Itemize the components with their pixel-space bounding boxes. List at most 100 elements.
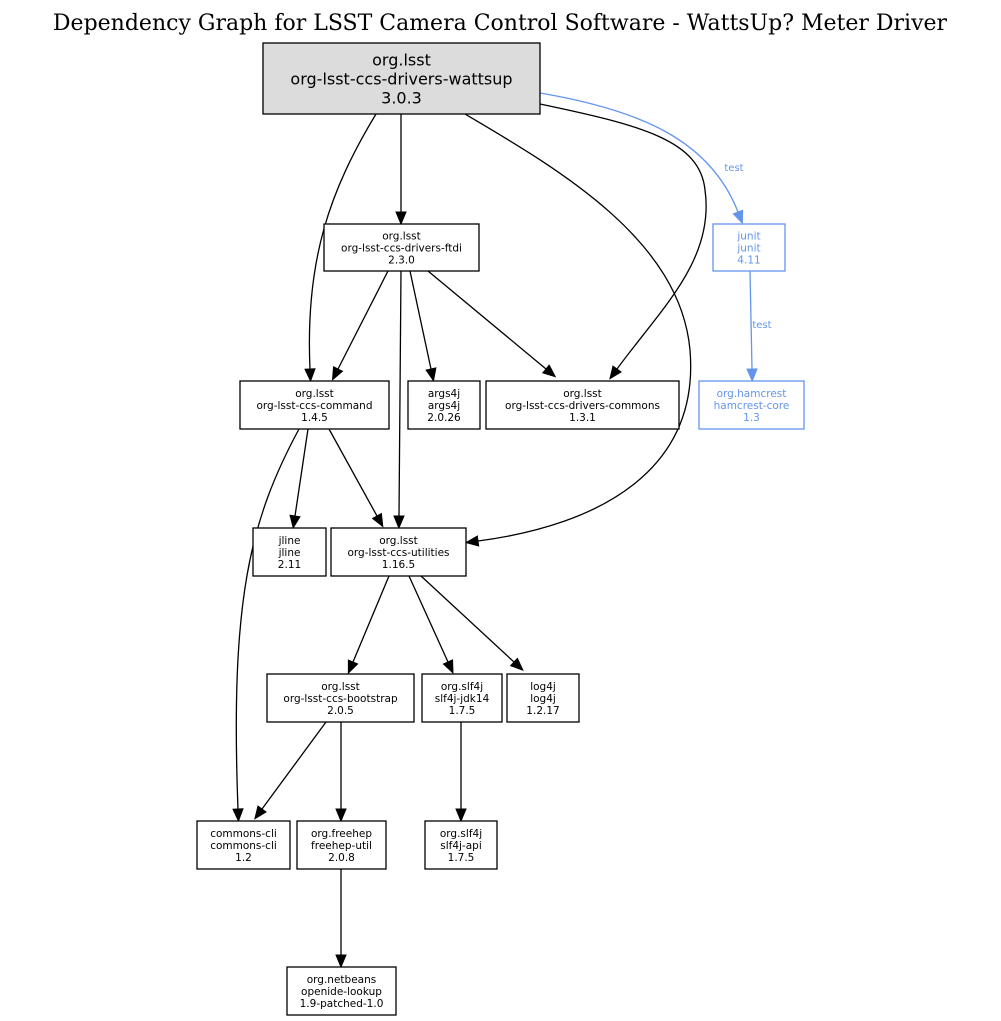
node-group: commons-cli [210, 828, 277, 840]
arrowhead-icon [232, 808, 244, 823]
edge-label: test [752, 320, 771, 331]
node-box [266, 673, 415, 723]
node-box [330, 527, 467, 577]
edge-slf4jjdk-slf4japi [455, 722, 467, 823]
edge-wattsup-junit: test [539, 92, 744, 225]
arrowhead-icon [395, 211, 407, 226]
edge-line [464, 113, 692, 542]
edges-layer: test test [232, 92, 772, 969]
node-artifact: org-lsst-ccs-utilities [347, 547, 449, 559]
node-version: 1.16.5 [382, 559, 415, 571]
node-artifact: commons-cli [210, 840, 277, 852]
node-artifact: org-lsst-ccs-command [257, 400, 373, 412]
node-group: org.slf4j [440, 828, 482, 840]
edge-bootstrap-commonscli [254, 721, 327, 820]
node-box [323, 223, 480, 272]
arrowhead-icon [335, 954, 347, 969]
node-commons[interactable]: org.lsstorg-lsst-ccs-drivers-commons1.3.… [485, 380, 680, 430]
node-group: args4j [428, 388, 460, 400]
arrowhead-icon [455, 808, 467, 823]
node-version: 1.9-patched-1.0 [300, 998, 384, 1010]
node-openide[interactable]: org.netbeansopenide-lookup1.9-patched-1.… [286, 966, 397, 1016]
node-version: 2.3.0 [388, 255, 415, 267]
node-box [407, 380, 481, 430]
node-version: 1.3 [743, 412, 760, 424]
node-artifact: org-lsst-ccs-drivers-commons [505, 400, 660, 412]
arrowhead-icon [541, 364, 557, 378]
nodes-layer: org.lsst org-lsst-ccs-drivers-wattsup3.0.… [196, 42, 805, 1016]
node-group: org.hamcrest [717, 388, 787, 400]
node-group: org.lsst [382, 231, 421, 243]
node-version: 1.3.1 [569, 412, 596, 424]
node-group: org.slf4j [441, 681, 483, 693]
node-artifact: org-lsst-ccs-drivers-ftdi [341, 243, 462, 255]
edge-label: test [724, 163, 743, 174]
node-artifact: org-lsst-ccs-bootstrap [283, 693, 398, 705]
node-group: org.freehep [311, 828, 372, 840]
node-group: org.netbeans [307, 974, 376, 986]
node-wattsup[interactable]: org.lsstorg-lsst-ccs-drivers-wattsup3.0.… [262, 42, 541, 115]
node-group: org.lsst [563, 388, 602, 400]
arrowhead-icon [304, 368, 316, 383]
node-artifact: hamcrest-core [714, 400, 790, 412]
node-group: org.lsst [321, 681, 360, 693]
node-group: log4j [530, 681, 556, 693]
graph-title: Dependency Graph for LSST Camera Control… [53, 11, 948, 36]
node-artifact: jline [278, 547, 301, 559]
edge-command-jline [289, 428, 309, 530]
edge-wattsup-ftdi [395, 114, 407, 226]
edge-utilities-bootstrap [347, 575, 390, 675]
edge-line [328, 428, 378, 517]
node-version: 3.0.3 [381, 89, 422, 108]
edge-line [420, 575, 515, 663]
node-artifact: freehep-util [311, 840, 372, 852]
edge-utilities-log4j [420, 575, 524, 672]
node-box [698, 380, 805, 430]
node-version: 1.2.17 [526, 705, 559, 717]
edge-junit-hamcrest: test [746, 270, 772, 383]
edge-bootstrap-freehep [335, 722, 347, 823]
edge-utilities-slf4jjdk [408, 575, 454, 675]
node-version: 1.7.5 [448, 852, 475, 864]
edge-line [539, 103, 707, 370]
node-artifact: org-lsst-ccs-drivers-wattsup [290, 70, 512, 89]
edge-freehep-openide [335, 869, 347, 969]
node-artifact: slf4j-jdk14 [435, 693, 490, 705]
edge-line [408, 575, 449, 663]
edge-ftdi-args4j [409, 270, 437, 383]
arrowhead-icon [509, 657, 524, 672]
edge-line [337, 270, 389, 370]
arrowhead-icon [331, 365, 344, 381]
node-version: 1.4.5 [301, 412, 328, 424]
edge-line [539, 92, 739, 213]
arrowhead-icon [347, 659, 359, 675]
node-version: 1.2 [235, 852, 252, 864]
node-box [286, 966, 397, 1016]
node-box [296, 820, 387, 870]
arrowhead-icon [609, 365, 622, 380]
edge-wattsup-commons [539, 103, 707, 380]
node-artifact: args4j [428, 400, 460, 412]
arrowhead-icon [464, 535, 480, 547]
edge-ftdi-command [331, 270, 389, 381]
edge-line [261, 721, 327, 810]
node-box [196, 820, 291, 870]
arrowhead-icon [289, 514, 301, 530]
edge-line [749, 270, 753, 370]
node-box [506, 673, 580, 723]
node-version: 2.0.26 [427, 412, 461, 424]
